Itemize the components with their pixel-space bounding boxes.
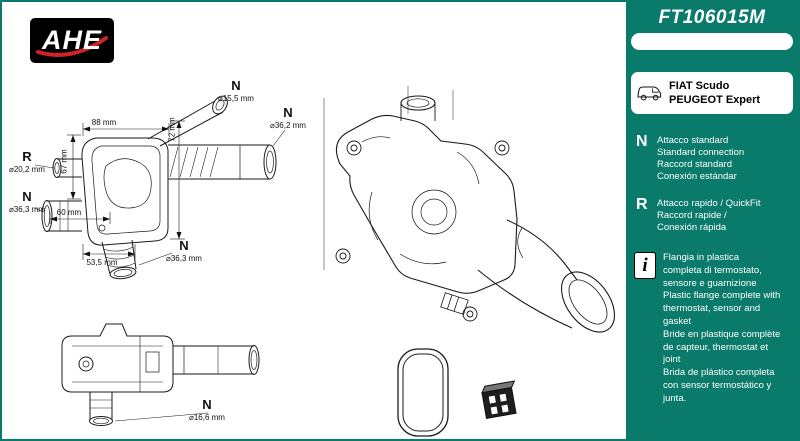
connection-letter: N — [202, 397, 212, 412]
dim-overall-width: 88 mm — [91, 118, 117, 127]
bottom-hose-port — [101, 239, 173, 280]
sensor-boss — [440, 292, 469, 315]
blank-reference-pill — [631, 33, 793, 50]
note-line: Brida de plástico completa — [663, 367, 775, 379]
legend-line: Conexión estándar — [657, 171, 737, 182]
dim-label-quickfit-outlet: R ⌀20,2 mm — [4, 150, 50, 174]
part-number: FT106015M — [658, 7, 766, 28]
product-note: i Flangia in plastica completa di termos… — [634, 252, 792, 406]
drawing-gasket — [397, 348, 449, 437]
connection-size: ⌀20,2 mm — [9, 165, 45, 174]
connection-letter: R — [22, 149, 32, 164]
bolt-holes — [335, 140, 510, 322]
legend-line: Raccord rapide / — [657, 210, 727, 221]
brand-logo-text: AHE — [41, 25, 102, 55]
dim-lower-width: 53,5 mm — [86, 258, 118, 267]
right-port — [173, 345, 260, 375]
drawing-main-view — [323, 86, 616, 333]
vehicle-list: FIAT Scudo PEUGEOT Expert — [669, 79, 760, 107]
info-icon-glyph: i — [642, 254, 648, 276]
top-hose-port — [147, 95, 228, 147]
legend-symbol-n: N — [636, 133, 648, 150]
info-icon: i — [634, 252, 656, 279]
note-line: Plastic flange complete with — [663, 290, 781, 302]
dim-label-bottom-outlet: N ⌀36,3 mm — [160, 239, 208, 263]
dim-height-left: 67 mm — [59, 149, 69, 174]
legend-quickfit-text: Attacco rapido / QuickFit Raccord rapide… — [657, 198, 760, 234]
housing-body — [81, 137, 169, 246]
legend-line: Raccord standard — [657, 159, 732, 170]
connection-letter: N — [179, 238, 189, 253]
info-sidebar: FT106015M FIAT Scudo PEUGEOT Expert N At… — [626, 2, 798, 439]
legend-line: Attacco standard — [657, 135, 729, 146]
top-port — [400, 95, 436, 121]
connection-size: ⌀36,3 mm — [166, 254, 202, 263]
note-line: con sensor termostático y — [663, 379, 772, 391]
connection-size: ⌀36,3 mm — [9, 205, 45, 214]
product-note-text: Flangia in plastica completa di termosta… — [663, 252, 780, 406]
vehicle-line: PEUGEOT Expert — [669, 94, 761, 106]
vehicle-applications-box: FIAT Scudo PEUGEOT Expert — [631, 72, 793, 114]
legend-symbol-r: R — [636, 196, 648, 213]
note-line: Bride en plastique complète — [663, 328, 781, 340]
note-line: Flangia in plastica — [663, 252, 740, 263]
dim-height-right: 72 mm — [167, 117, 177, 142]
housing-outline — [335, 114, 518, 294]
dim-label-left-outlet: N ⌀36,3 mm — [4, 190, 50, 214]
note-line: junta. — [663, 392, 687, 404]
note-line: gasket — [663, 315, 691, 327]
left-hose-port — [34, 200, 82, 232]
legend-standard-text: Attacco standard Standard connection Rac… — [657, 135, 744, 183]
connection-size: ⌀15,5 mm — [218, 94, 254, 103]
dim-label-right-outlet: N ⌀36,2 mm — [266, 106, 310, 130]
connection-size: ⌀36,2 mm — [270, 121, 306, 130]
note-line: de capteur, thermostat et — [663, 341, 769, 353]
dimension-lines — [49, 120, 185, 260]
legend-line: Conexión rápida — [657, 222, 727, 233]
dim-inner-width: 60 mm — [56, 208, 82, 217]
connection-letter: N — [283, 105, 293, 120]
note-line: joint — [663, 354, 681, 366]
dim-label-top-outlet: N ⌀15,5 mm — [214, 79, 258, 103]
dim-label-underside-outlet: N ⌀16,6 mm — [184, 398, 230, 422]
bottom-port — [89, 392, 209, 426]
legend-line: Attacco rapido / QuickFit — [657, 198, 761, 209]
drawing-under-view — [61, 323, 260, 426]
section-hatching — [169, 146, 219, 178]
legend-line: Standard connection — [657, 147, 745, 158]
outlet-pipe — [477, 219, 616, 333]
brand-logo: AHE — [30, 18, 114, 63]
drawing-sensor-connector — [481, 380, 517, 419]
vehicle-line: FIAT Scudo — [669, 80, 730, 92]
vehicle-icon — [637, 86, 662, 101]
connection-letter: N — [231, 78, 241, 93]
logo-swoosh-icon — [36, 36, 108, 57]
legend-standard-connection: N Attacco standard Standard connection R… — [636, 133, 792, 183]
legend-quickfit-connection: R Attacco rapido / QuickFit Raccord rapi… — [636, 196, 792, 234]
right-hose-port — [168, 129, 286, 180]
quickfit-port — [34, 158, 82, 178]
internal-details — [361, 136, 480, 265]
note-line: thermostat, sensor and — [663, 303, 761, 315]
note-line: sensore e guarnizione — [663, 277, 757, 289]
body-profile — [61, 323, 174, 393]
note-line: completa di termostato, — [663, 264, 762, 276]
connection-letter: N — [22, 189, 32, 204]
connection-size: ⌀16,6 mm — [189, 413, 225, 422]
drawing-side-view — [34, 95, 286, 280]
